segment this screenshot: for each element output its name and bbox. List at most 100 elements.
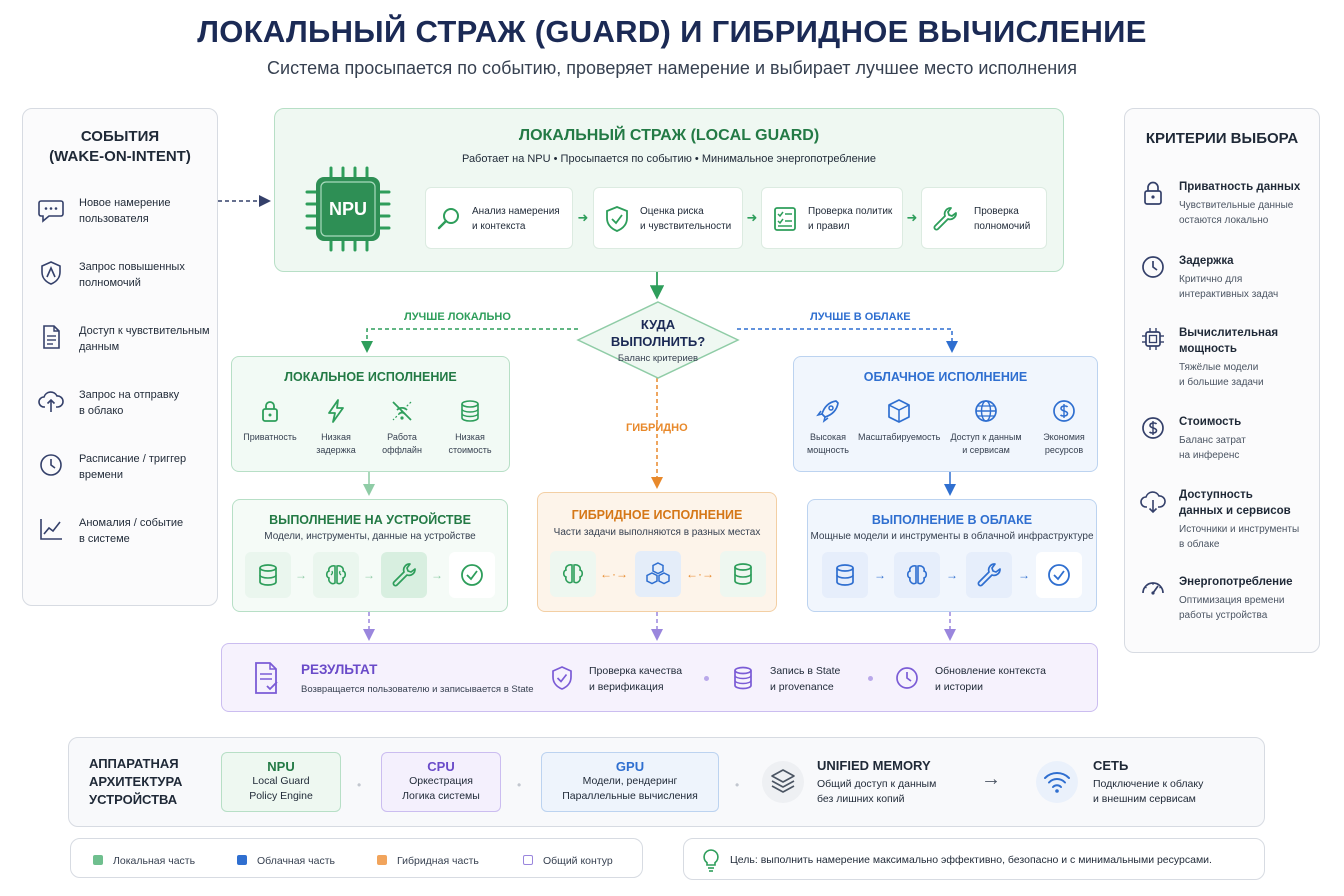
flow-arrow: →: [295, 568, 307, 582]
dollar-icon: [1053, 400, 1075, 422]
device-tile-tools: [381, 552, 427, 598]
criteria-panel: КРИТЕРИИ ВЫБОРА Приватность данных Чувст…: [1124, 108, 1320, 653]
database-icon: [836, 564, 854, 586]
hybrid-tile-local-model: [550, 551, 596, 597]
processor-icon: [1142, 328, 1164, 350]
npu-chip: NPU: [303, 164, 393, 254]
separator-dot: [704, 676, 709, 681]
page-subtitle: Система просыпается по событию, проверяе…: [267, 58, 1077, 78]
cloud-run-box: ВЫПОЛНЕНИЕ В ОБЛАКЕ Мощные модели и инст…: [807, 499, 1097, 612]
anomaly-chart-icon: [40, 519, 62, 540]
check-circle-icon: [1048, 564, 1070, 586]
npu-chip-icon: [305, 166, 391, 252]
device-tile-model: [313, 552, 359, 598]
memory-to-network-arrow: →: [981, 768, 1001, 790]
rocket-icon: [816, 400, 839, 423]
hardware-memory: UNIFIED MEMORY Общий доступ к данным без…: [817, 758, 937, 805]
lock-icon: [262, 401, 278, 422]
decision-diamond: [576, 301, 740, 379]
database-icon: [734, 563, 752, 585]
document-icon: [43, 325, 60, 349]
better-cloud-label: ЛУЧШЕ В ОБЛАКЕ: [810, 311, 911, 323]
events-title: СОБЫТИЯ (WAKE-ON-INTENT): [49, 128, 191, 165]
result-subtitle: Возвращается пользователю и записывается…: [301, 684, 534, 695]
quality-shield-icon: [552, 666, 572, 690]
page-title: ЛОКАЛЬНЫЙ СТРАЖ (GUARD) И ГИБРИДНОЕ ВЫЧИ…: [197, 14, 1147, 49]
device-execution-box: ВЫПОЛНЕНИЕ НА УСТРОЙСТВЕ Модели, инструм…: [232, 499, 508, 612]
lightning-icon: [328, 399, 344, 423]
hybrid-tile-cubes: [635, 551, 681, 597]
chat-bubble-icon: [38, 200, 64, 223]
flow-arrow: ←·→: [600, 567, 628, 581]
flow-arrow: ←·→: [686, 567, 714, 581]
device-execution-subtitle: Модели, инструменты, данные на устройств…: [264, 531, 476, 542]
privilege-shield-icon: [41, 261, 61, 285]
device-tile-done: [449, 552, 495, 598]
padlock-icon: [1144, 181, 1162, 205]
hybrid-execution-subtitle: Части задачи выполняются в разных местах: [553, 527, 761, 538]
cloud-tile-data: [822, 552, 868, 598]
legend-cloud: Облачная часть: [237, 855, 335, 867]
criteria-title: КРИТЕРИИ ВЫБОРА: [1145, 130, 1299, 147]
flow-arrow: →: [1018, 568, 1030, 582]
flow-arrow: →: [431, 568, 443, 582]
device-tile-data: [245, 552, 291, 598]
criterion-privacy: Приватность данных Чувствительные данные…: [1139, 179, 1309, 241]
separator-dot: [868, 676, 873, 681]
local-execution-title: ЛОКАЛЬНОЕ ИСПОЛНЕНИЕ: [284, 370, 457, 384]
cloud-feature-scalability: Масштабируемость: [858, 397, 940, 444]
result-box: РЕЗУЛЬТАТ Возвращается пользователю и за…: [221, 643, 1098, 712]
cloud-tile-tools: [966, 552, 1012, 598]
cloud-run-title: ВЫПОЛНЕНИЕ В ОБЛАКЕ: [871, 513, 1033, 527]
offline-icon: [392, 401, 412, 421]
hardware-gpu: GPU Модели, рендеринг Параллельные вычис…: [541, 752, 719, 812]
memory-layers-icon: [762, 761, 804, 803]
history-clock-icon: [896, 667, 918, 689]
device-execution-title: ВЫПОЛНЕНИЕ НА УСТРОЙСТВЕ: [269, 513, 471, 527]
cloud-execution-title: ОБЛАЧНОЕ ИСПОЛНЕНИЕ: [863, 370, 1028, 384]
goal-box: Цель: выполнить намерение максимально эф…: [683, 838, 1265, 880]
cloud-tile-model: [894, 552, 940, 598]
database-icon: [734, 666, 752, 690]
legend: Локальная часть Облачная часть Гибридная…: [70, 838, 643, 878]
clock-icon: [40, 454, 62, 476]
goal-text: Цель: выполнить намерение максимально эф…: [730, 854, 1212, 866]
hybrid-execution-box: ГИБРИДНОЕ ИСПОЛНЕНИЕ Части задачи выполн…: [537, 492, 777, 612]
flow-arrow: →: [874, 568, 886, 582]
cube-icon: [888, 399, 910, 423]
database-icon: [259, 564, 277, 586]
better-local-label: ЛУЧШЕ ЛОКАЛЬНО: [404, 311, 511, 323]
cloud-upload-icon: [38, 391, 64, 412]
hardware-separator: •: [517, 778, 522, 792]
wrench-icon: [933, 207, 957, 231]
guard-subtitle: Работает на NPU • Просыпается по событию…: [461, 153, 877, 165]
local-guard-panel: ЛОКАЛЬНЫЙ СТРАЖ (LOCAL GUARD) Работает н…: [274, 108, 1064, 272]
flow-arrow: →: [946, 568, 958, 582]
decision-label: КУДА ВЫПОЛНИТЬ? Баланс критериев: [610, 317, 706, 364]
guard-step-arrow: ➜: [577, 210, 589, 225]
guard-title: ЛОКАЛЬНЫЙ СТРАЖ (LOCAL GUARD): [518, 127, 820, 144]
latency-clock-icon: [1142, 256, 1164, 278]
hardware-separator: •: [735, 778, 740, 792]
lightbulb-icon: [703, 849, 719, 872]
legend-local: Локальная часть: [93, 855, 195, 867]
cloud-data-icon: [1140, 491, 1166, 514]
result-title: РЕЗУЛЬТАТ: [301, 662, 378, 677]
